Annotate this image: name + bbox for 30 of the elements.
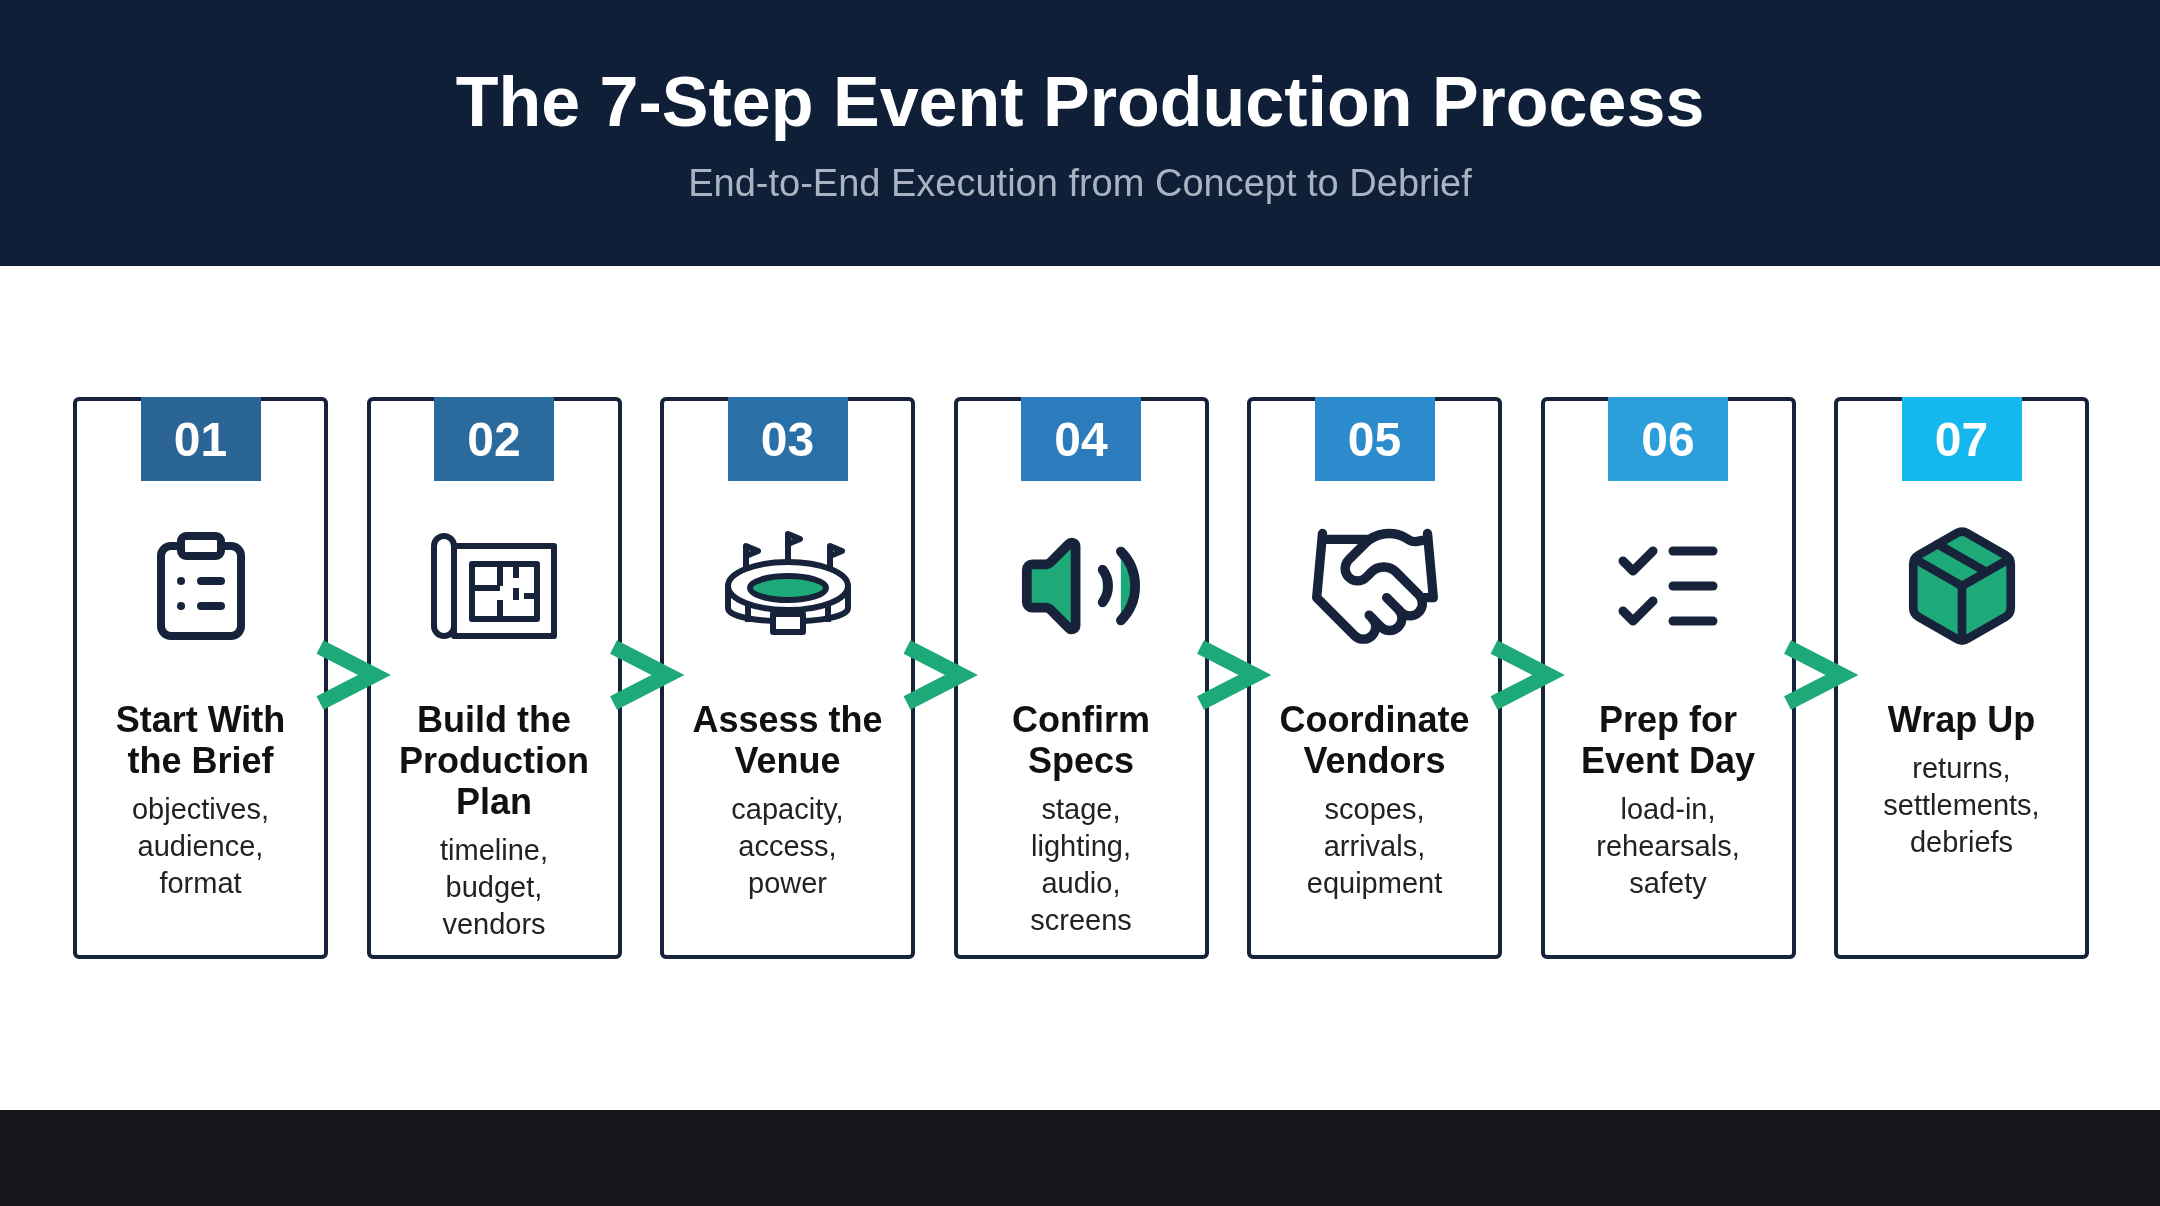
step-description: stage, lighting, audio, screens bbox=[1029, 792, 1133, 938]
step-description: returns, settlements, debriefs bbox=[1882, 751, 2041, 860]
step-card bbox=[1247, 397, 1502, 959]
step-title: Build the Production Plan bbox=[398, 699, 590, 822]
step-number: 07 bbox=[1901, 397, 2022, 481]
step-number: 06 bbox=[1608, 397, 1728, 481]
step-card bbox=[1834, 397, 2089, 959]
step-title: Start With the Brief bbox=[114, 699, 287, 781]
step-number: 03 bbox=[727, 397, 848, 481]
step-card bbox=[660, 397, 915, 959]
step-card bbox=[1540, 397, 1796, 959]
step-description: timeline, budget, vendors bbox=[439, 833, 549, 942]
title: The 7-Step Event Production Process bbox=[454, 62, 1706, 142]
step-title: Confirm Specs bbox=[1011, 699, 1151, 781]
step-title: Prep for Event Day bbox=[1579, 699, 1757, 781]
step-description: load-in, rehearsals, safety bbox=[1595, 792, 1741, 901]
step-card bbox=[953, 397, 1209, 959]
step-number: 05 bbox=[1314, 397, 1435, 481]
step-card bbox=[73, 397, 328, 959]
subtitle: End-to-End Execution from Concept to Debrief bbox=[688, 162, 1472, 205]
step-title: Assess the Venue bbox=[691, 699, 884, 781]
step-number: 01 bbox=[140, 397, 261, 481]
step-title: Wrap Up bbox=[1886, 699, 2037, 740]
step-number: 04 bbox=[1021, 397, 1141, 481]
step-description: scopes, arrivals, equipment bbox=[1305, 792, 1444, 901]
step-title: Coordinate Vendors bbox=[1278, 699, 1471, 781]
step-card bbox=[366, 397, 622, 959]
step-number: 02 bbox=[434, 397, 554, 481]
step-description: capacity, access, power bbox=[730, 792, 845, 901]
step-description: objectives, audience, format bbox=[131, 792, 270, 901]
